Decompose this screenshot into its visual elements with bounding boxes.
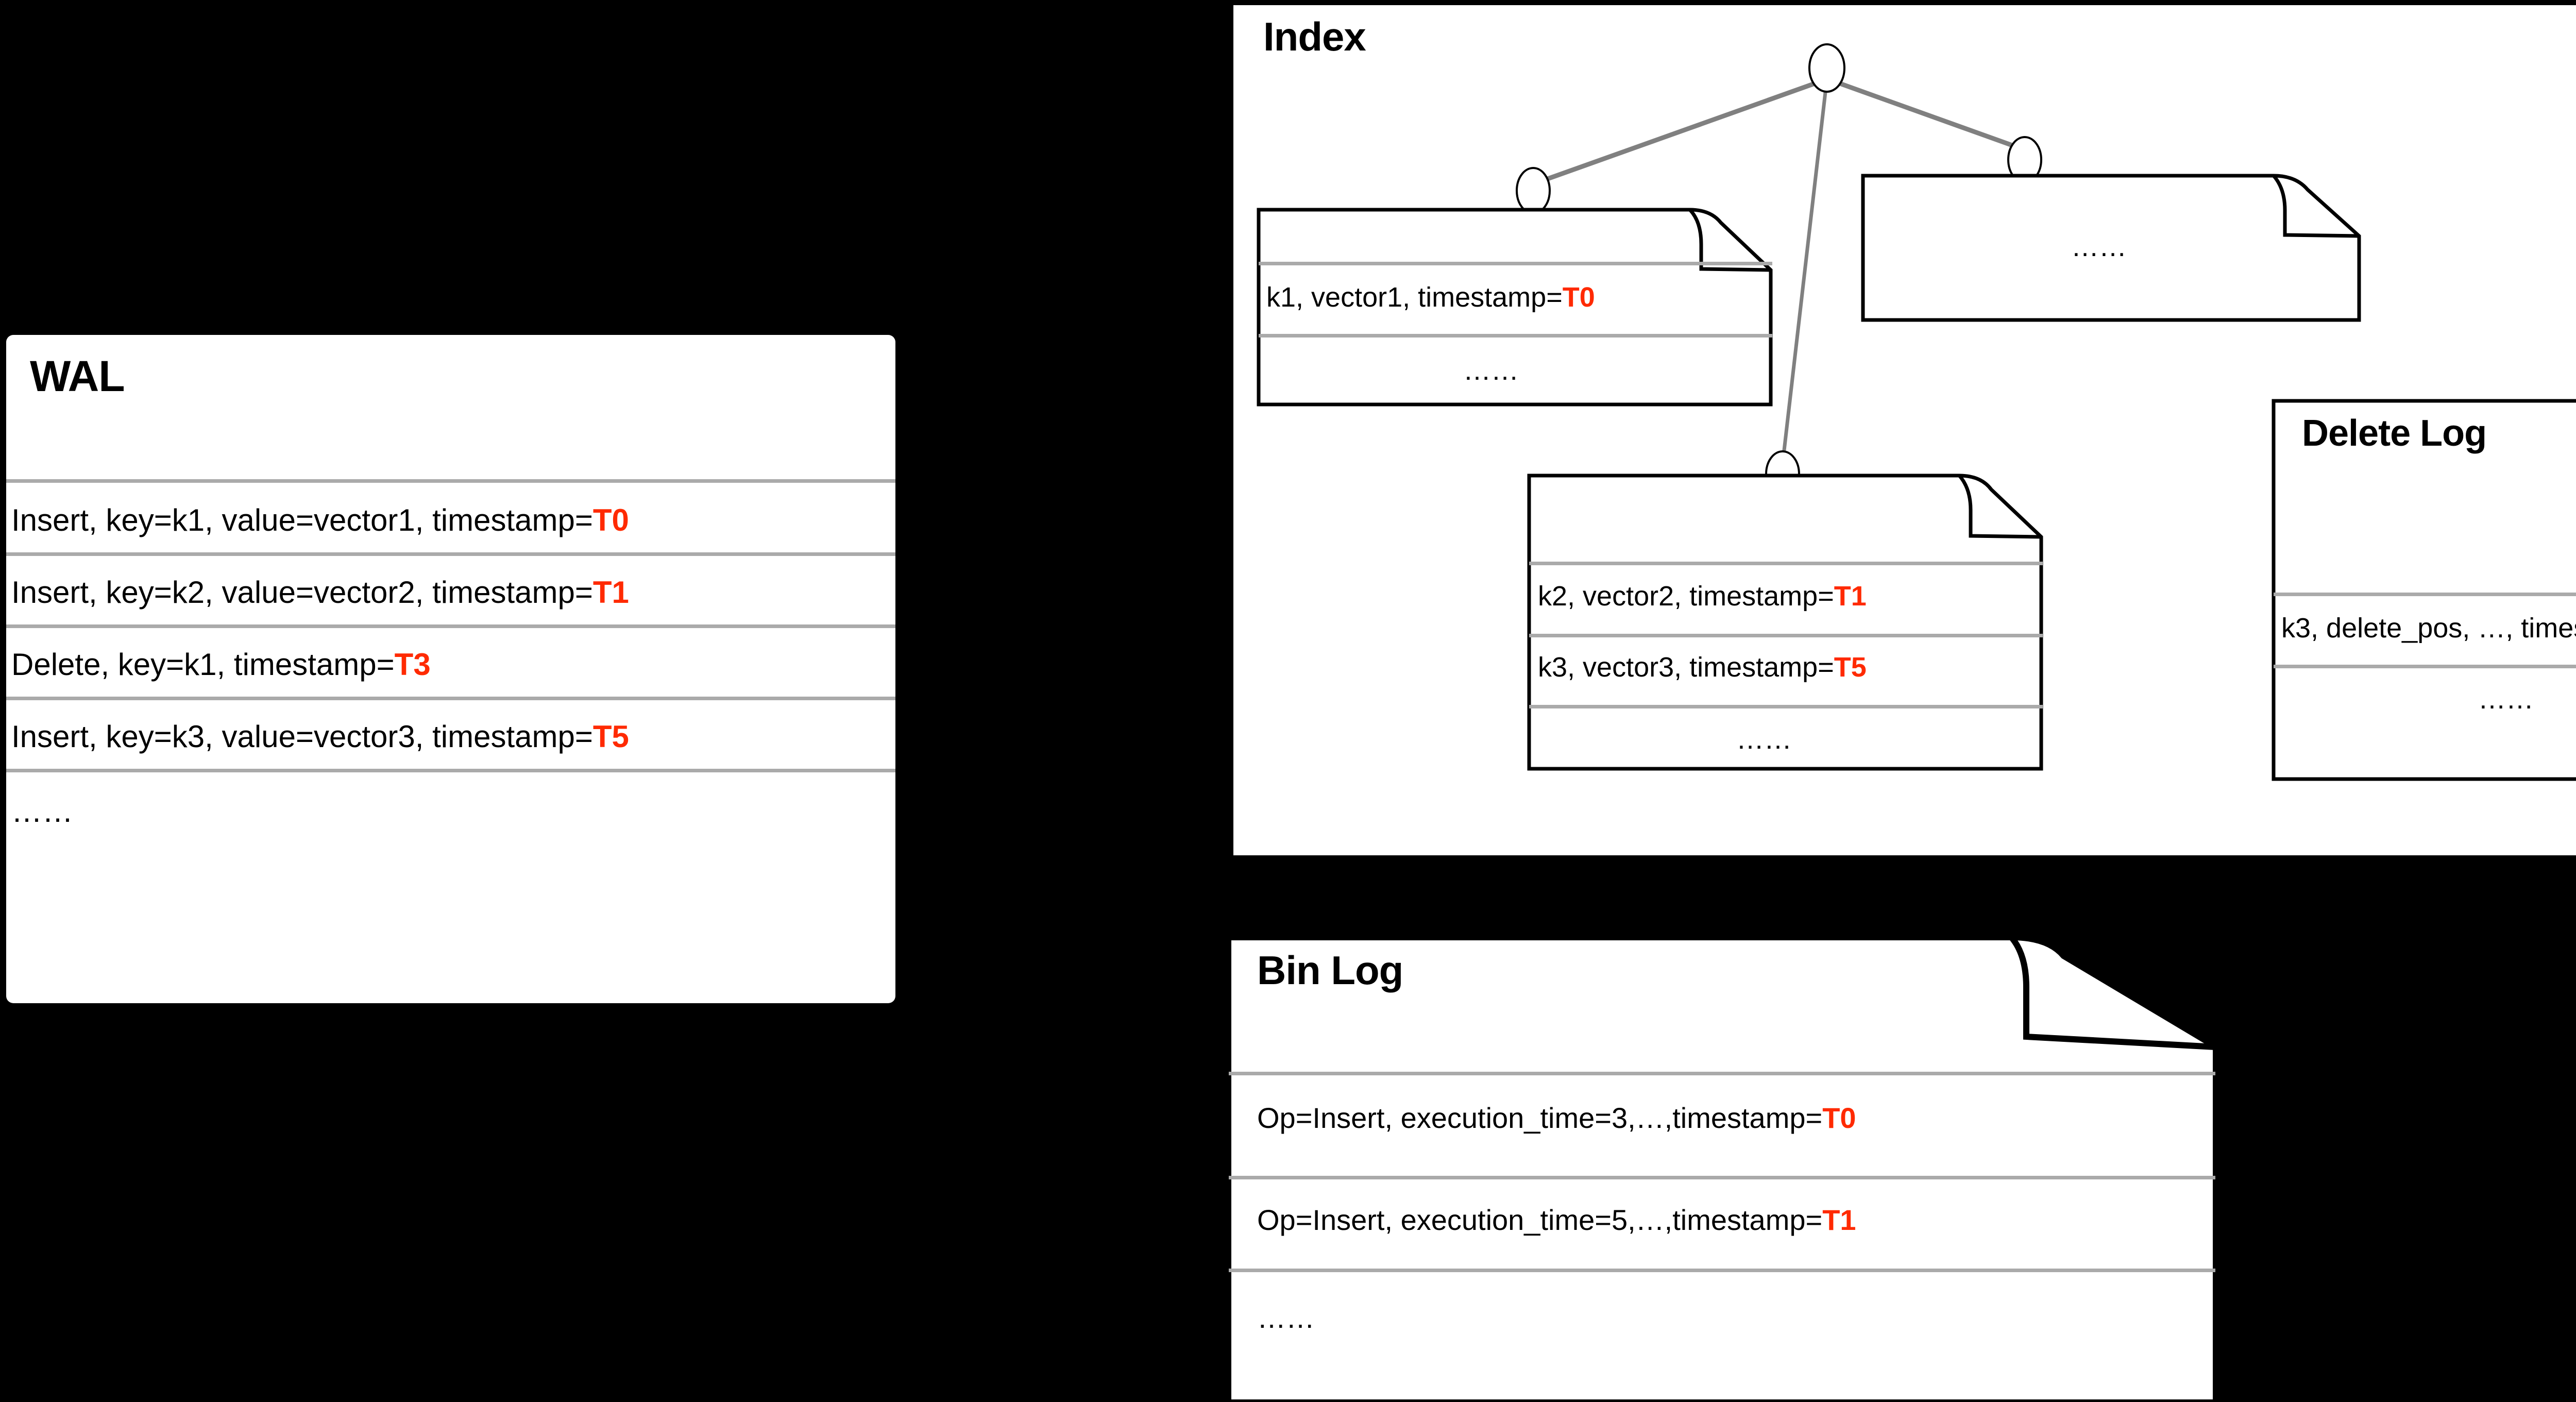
document-shape-k2k3 — [1527, 474, 2043, 771]
index-leaf-k1-separator — [1259, 262, 1772, 265]
document-shape-delete-log — [2272, 399, 2576, 781]
delete-log-panel — [2272, 399, 2576, 781]
index-leaf-right-text: …… — [2071, 231, 2127, 262]
document-shape-right — [1861, 174, 2361, 322]
delete-log-text: …… — [2478, 684, 2534, 715]
index-leaf-right — [1861, 174, 2361, 322]
index-leaf-k2k3-text: k3, vector3, timestamp= — [1538, 652, 1834, 683]
bin-log-row: …… — [1257, 1304, 1315, 1332]
index-leaf-k2k3-text: …… — [1736, 724, 1792, 755]
index-leaf-k1-separator — [1259, 334, 1772, 337]
index-title: Index — [1263, 14, 1366, 59]
delete-log-separator — [2274, 593, 2576, 596]
tree-root-node[interactable] — [1803, 41, 1851, 95]
bin-log-separator — [1229, 1176, 2215, 1179]
delete-log-row: …… — [2478, 685, 2534, 713]
bin-log-timestamp: T1 — [1822, 1204, 1856, 1236]
wal-row-text: Insert, key=k1, value=vector1, timestamp… — [11, 503, 593, 537]
index-leaf-k2k3-separator — [1529, 634, 2043, 637]
document-shape-k1 — [1257, 208, 1773, 407]
wal-separator — [6, 697, 895, 700]
wal-separator — [6, 769, 895, 772]
index-leaf-k2k3-separator — [1529, 562, 2043, 565]
wal-row: Insert, key=k2, value=vector2, timestamp… — [11, 577, 629, 608]
wal-row-text: Insert, key=k3, value=vector3, timestamp… — [11, 719, 593, 754]
wal-row-timestamp: T3 — [394, 647, 431, 682]
bin-log-panel — [1226, 935, 2218, 1402]
wal-row-timestamp: T5 — [592, 719, 629, 754]
bin-log-row: Op=Insert, execution_time=5,…,timestamp=… — [1257, 1206, 1856, 1235]
wal-row-timestamp: T0 — [592, 503, 629, 537]
bin-log-text: Op=Insert, execution_time=3,…,timestamp= — [1257, 1102, 1823, 1134]
index-leaf-k1 — [1257, 208, 1773, 407]
delete-log-title: Delete Log — [2302, 413, 2487, 454]
wal-panel — [6, 335, 895, 1003]
index-leaf-k1-row: …… — [1463, 357, 1519, 384]
bin-log-timestamp: T0 — [1822, 1102, 1856, 1134]
index-leaf-k2k3-row: …… — [1736, 725, 1792, 753]
wal-row: …… — [11, 796, 73, 827]
bin-log-text: Op=Insert, execution_time=5,…,timestamp= — [1257, 1204, 1823, 1236]
index-leaf-k2k3 — [1527, 474, 2043, 771]
bin-log-separator — [1229, 1269, 2215, 1272]
delete-log-separator — [2274, 665, 2576, 668]
delete-log-row: k3, delete_pos, …, timestamp=T3 — [2281, 614, 2576, 642]
wal-separator — [6, 552, 895, 556]
bin-log-text: …… — [1257, 1302, 1315, 1334]
wal-separator — [6, 624, 895, 628]
bin-log-separator — [1229, 1072, 2215, 1075]
wal-row: Insert, key=k1, value=vector1, timestamp… — [11, 505, 629, 536]
document-shape-bin-log — [1226, 935, 2218, 1402]
wal-row-timestamp: T1 — [592, 575, 629, 610]
index-leaf-k1-text: k1, vector1, timestamp= — [1266, 282, 1563, 313]
index-leaf-k1-timestamp: T0 — [1562, 282, 1595, 313]
bin-log-row: Op=Insert, execution_time=3,…,timestamp=… — [1257, 1104, 1856, 1133]
bin-log-title: Bin Log — [1257, 948, 1403, 993]
index-leaf-k1-text: …… — [1463, 355, 1519, 386]
wal-row-text: Delete, key=k1, timestamp= — [11, 647, 395, 682]
wal-separator — [6, 479, 895, 483]
index-leaf-k2k3-row: k2, vector2, timestamp=T1 — [1538, 582, 1867, 610]
index-leaf-k1-row: k1, vector1, timestamp=T0 — [1266, 283, 1595, 311]
wal-row-text: …… — [11, 794, 73, 829]
wal-row: Insert, key=k3, value=vector3, timestamp… — [11, 721, 629, 752]
delete-log-text: k3, delete_pos, …, timestamp= — [2281, 613, 2576, 644]
wal-row: Delete, key=k1, timestamp=T3 — [11, 649, 431, 680]
index-leaf-k2k3-timestamp: T1 — [1834, 581, 1867, 612]
index-leaf-k2k3-row: k3, vector3, timestamp=T5 — [1538, 653, 1867, 681]
index-leaf-right-row: …… — [2071, 233, 2127, 261]
wal-row-text: Insert, key=k2, value=vector2, timestamp… — [11, 575, 593, 610]
index-leaf-k2k3-text: k2, vector2, timestamp= — [1538, 581, 1834, 612]
index-leaf-k2k3-separator — [1529, 705, 2043, 708]
index-leaf-k2k3-timestamp: T5 — [1834, 652, 1867, 683]
wal-title: WAL — [30, 352, 125, 400]
